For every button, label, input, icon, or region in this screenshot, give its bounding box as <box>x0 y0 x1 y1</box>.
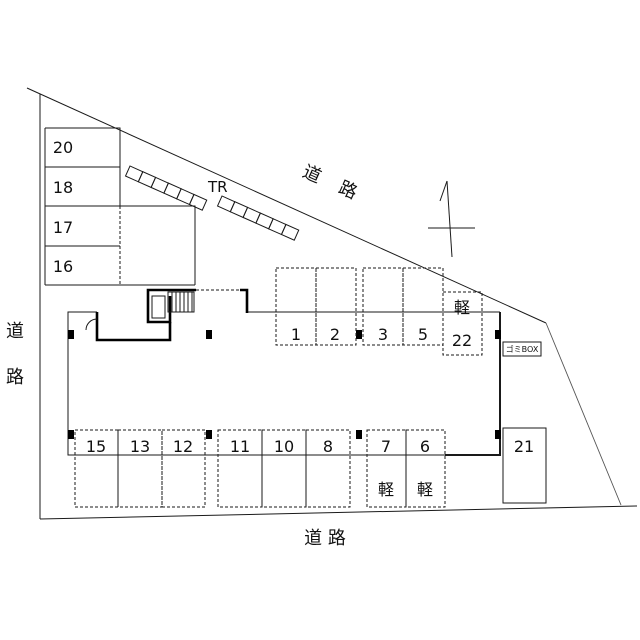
parking-stall-east <box>502 427 547 504</box>
stall-number: 12 <box>173 437 193 456</box>
parking-stall <box>161 429 206 508</box>
stair-box-wall <box>146 288 196 324</box>
south-property-line <box>39 505 638 520</box>
entrance-wall <box>95 312 172 342</box>
parking-stall <box>275 267 317 346</box>
tr-planter-row-2 <box>216 195 300 241</box>
stall-number: 3 <box>378 325 388 344</box>
north-parking-area: 1 2 3 5 軽 22 <box>275 267 483 356</box>
door-swing-icon <box>85 318 98 331</box>
building <box>67 288 501 456</box>
planter-box <box>268 218 287 236</box>
stall-number: 20 <box>53 138 73 157</box>
building-east-wall <box>445 312 501 456</box>
stair-hall-corner <box>240 288 249 313</box>
column-post <box>356 330 362 339</box>
stall-kei-label: 軽 <box>417 480 433 499</box>
planter-box <box>176 188 195 206</box>
north-arrow-shaft <box>446 180 453 258</box>
parking-stall-kei <box>442 291 483 356</box>
column-post <box>495 330 501 339</box>
south-parking-area: 15 13 12 11 10 8 7 6 軽 軽 <box>74 429 446 508</box>
north-property-line <box>26 87 547 324</box>
stall-number: 16 <box>53 257 73 276</box>
planter-box <box>242 206 262 224</box>
building-outline <box>67 311 500 456</box>
column-post <box>206 330 212 339</box>
south-road-label: 道 路 <box>304 528 346 549</box>
parking-stall <box>315 267 357 346</box>
stall-number: 18 <box>53 178 73 197</box>
north-road-label-2: 路 <box>335 177 360 204</box>
north-road-label-1: 道 <box>299 161 324 188</box>
parking-stall <box>261 429 307 508</box>
west-stall-lines <box>44 127 196 286</box>
stall-number: 21 <box>514 437 534 456</box>
planter-box <box>163 182 182 200</box>
stall-number: 11 <box>230 437 250 456</box>
stall-number: 7 <box>381 437 391 456</box>
parking-stall <box>305 429 351 508</box>
parking-stall <box>217 429 263 508</box>
planter-box <box>137 171 157 189</box>
stall-number: 5 <box>418 325 428 344</box>
column-post <box>68 330 74 339</box>
column-post <box>356 430 362 439</box>
garbage-box <box>502 341 542 357</box>
stall-kei-label: 軽 <box>378 480 394 499</box>
parking-stall <box>362 267 404 346</box>
parking-stall-kei <box>405 429 446 508</box>
column-post <box>495 430 501 439</box>
planter-box <box>188 193 208 211</box>
stall-number: 13 <box>130 437 150 456</box>
parking-stall <box>74 429 119 508</box>
east-property-line <box>545 322 622 506</box>
tr-planter-row-1 <box>124 165 208 211</box>
stair-core <box>151 295 166 319</box>
stall-number: 1 <box>291 325 301 344</box>
north-arrow-icon <box>428 180 475 258</box>
tr-label: TR <box>207 178 228 196</box>
column-post <box>206 430 212 439</box>
property-boundary <box>26 87 638 520</box>
stair-flight <box>167 291 195 313</box>
north-arrow-head <box>439 180 448 202</box>
planter-box <box>280 223 300 241</box>
garbage-box-label: ゴミBOX <box>506 344 539 354</box>
stall-number: 17 <box>53 218 73 237</box>
stall-number: 10 <box>274 437 294 456</box>
stall-kei-label: 軽 <box>454 298 470 317</box>
planter-box <box>255 212 274 230</box>
column-post <box>68 430 74 439</box>
stair-treads <box>171 292 193 312</box>
stall-number: 22 <box>452 331 472 350</box>
stall-number: 6 <box>420 437 430 456</box>
parking-stall-kei <box>366 429 407 508</box>
planter-box <box>216 195 236 213</box>
stall-number: 2 <box>330 325 340 344</box>
west-road-label-1: 道 <box>6 321 24 342</box>
west-road-label-2: 路 <box>6 367 24 388</box>
stall-number: 8 <box>323 437 333 456</box>
west-parking-area: 20 18 17 16 <box>44 127 196 286</box>
planter-box <box>150 176 170 194</box>
planter-box <box>229 201 249 219</box>
planter-box <box>124 165 144 183</box>
parking-stall <box>402 267 444 346</box>
stall-number: 15 <box>86 437 106 456</box>
